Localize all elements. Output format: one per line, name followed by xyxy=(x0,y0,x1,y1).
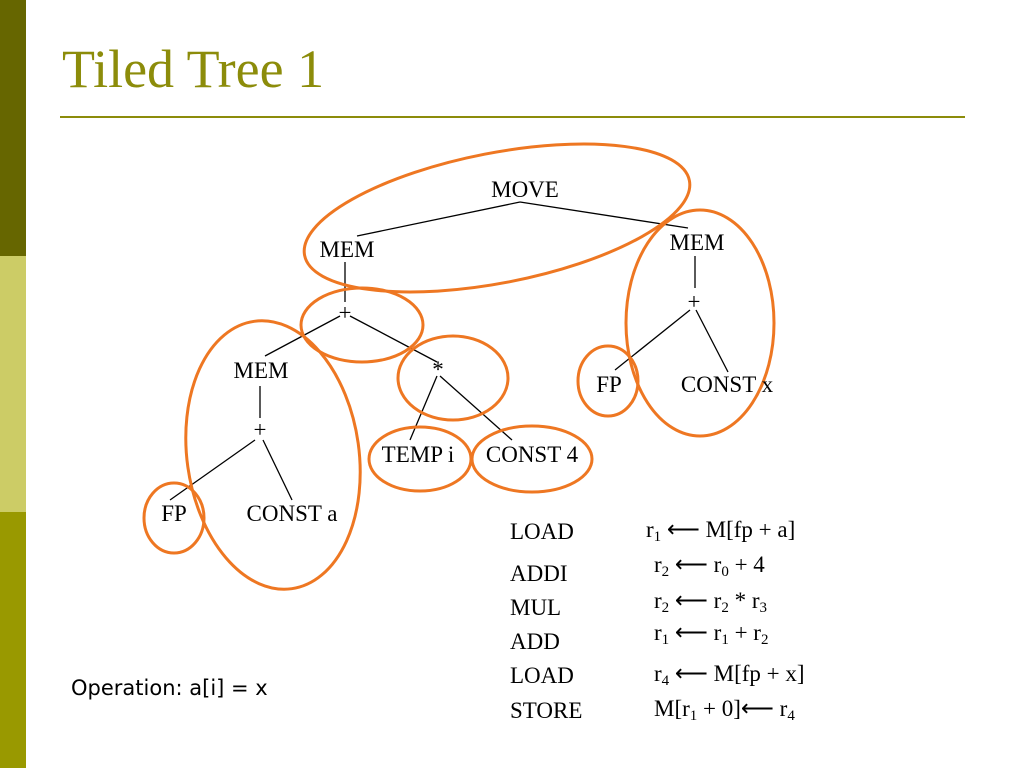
edge-plus-const-a xyxy=(262,439,293,501)
edge-plus-star xyxy=(349,315,438,363)
edge-plus-fp xyxy=(169,439,256,501)
tree-edges xyxy=(169,201,729,501)
edge-star-temp xyxy=(409,375,438,441)
tile-plus xyxy=(299,286,425,364)
instr-expr-add: r1 ⟵ r1 + r2 xyxy=(654,620,769,648)
instr-op-addi: ADDI xyxy=(510,561,568,586)
instr-op-mul: MUL xyxy=(510,595,562,620)
edge-move-mem-left xyxy=(356,201,521,237)
slide-title: Tiled Tree 1 xyxy=(62,39,325,99)
instr-expr-mul: r2 ⟵ r2 * r3 xyxy=(654,588,767,616)
sidebar-segment-dark xyxy=(0,0,26,256)
tile-fp-right xyxy=(576,344,640,418)
node-mem-inner: MEM xyxy=(234,358,289,383)
instr-op-load-1: LOAD xyxy=(510,519,574,544)
tree-node-labels: MOVE MEM MEM + MEM * + FP CONST a TEMP i… xyxy=(161,177,773,526)
edge-plus-fp-right xyxy=(614,309,691,371)
node-fp: FP xyxy=(161,501,187,526)
node-mem-right: MEM xyxy=(670,230,725,255)
sidebar-segment-light xyxy=(0,256,26,512)
tile-mem-right xyxy=(624,208,776,438)
node-plus-inner: + xyxy=(254,417,267,442)
node-const-x: CONST x xyxy=(681,372,774,397)
tile-const4 xyxy=(470,424,594,494)
node-mem-left: MEM xyxy=(320,237,375,262)
instr-expr-store: M[r1 + 0]⟵ r4 xyxy=(654,696,795,724)
operation-caption: Operation: a[i] = x xyxy=(71,676,268,700)
sidebar-stripe xyxy=(0,0,26,768)
node-fp-right: FP xyxy=(596,372,622,397)
tile-move xyxy=(302,142,692,294)
node-plus: + xyxy=(339,300,352,325)
instr-expr-load-2: r4 ⟵ M[fp + x] xyxy=(654,661,805,689)
node-temp-i: TEMP i xyxy=(382,442,455,467)
title-rule xyxy=(60,116,965,118)
instr-expr-addi: r2 ⟵ r0 + 4 xyxy=(654,552,765,580)
node-plus-right: + xyxy=(688,289,701,314)
edge-star-const4 xyxy=(439,375,513,441)
instr-op-store: STORE xyxy=(510,698,583,723)
tiles xyxy=(142,142,776,591)
node-const-4: CONST 4 xyxy=(486,442,579,467)
node-move: MOVE xyxy=(491,177,559,202)
sidebar-segment-mid xyxy=(0,512,26,768)
instr-expr-load-1: r1 ⟵ M[fp + a] xyxy=(646,517,796,545)
instr-op-load-2: LOAD xyxy=(510,663,574,688)
instr-op-add: ADD xyxy=(510,629,560,654)
edge-plus-const-x xyxy=(695,309,729,373)
tile-mem-inner xyxy=(184,319,362,591)
node-const-a: CONST a xyxy=(247,501,338,526)
tile-fp xyxy=(142,481,206,555)
node-star: * xyxy=(432,357,444,382)
tile-star xyxy=(396,334,510,422)
